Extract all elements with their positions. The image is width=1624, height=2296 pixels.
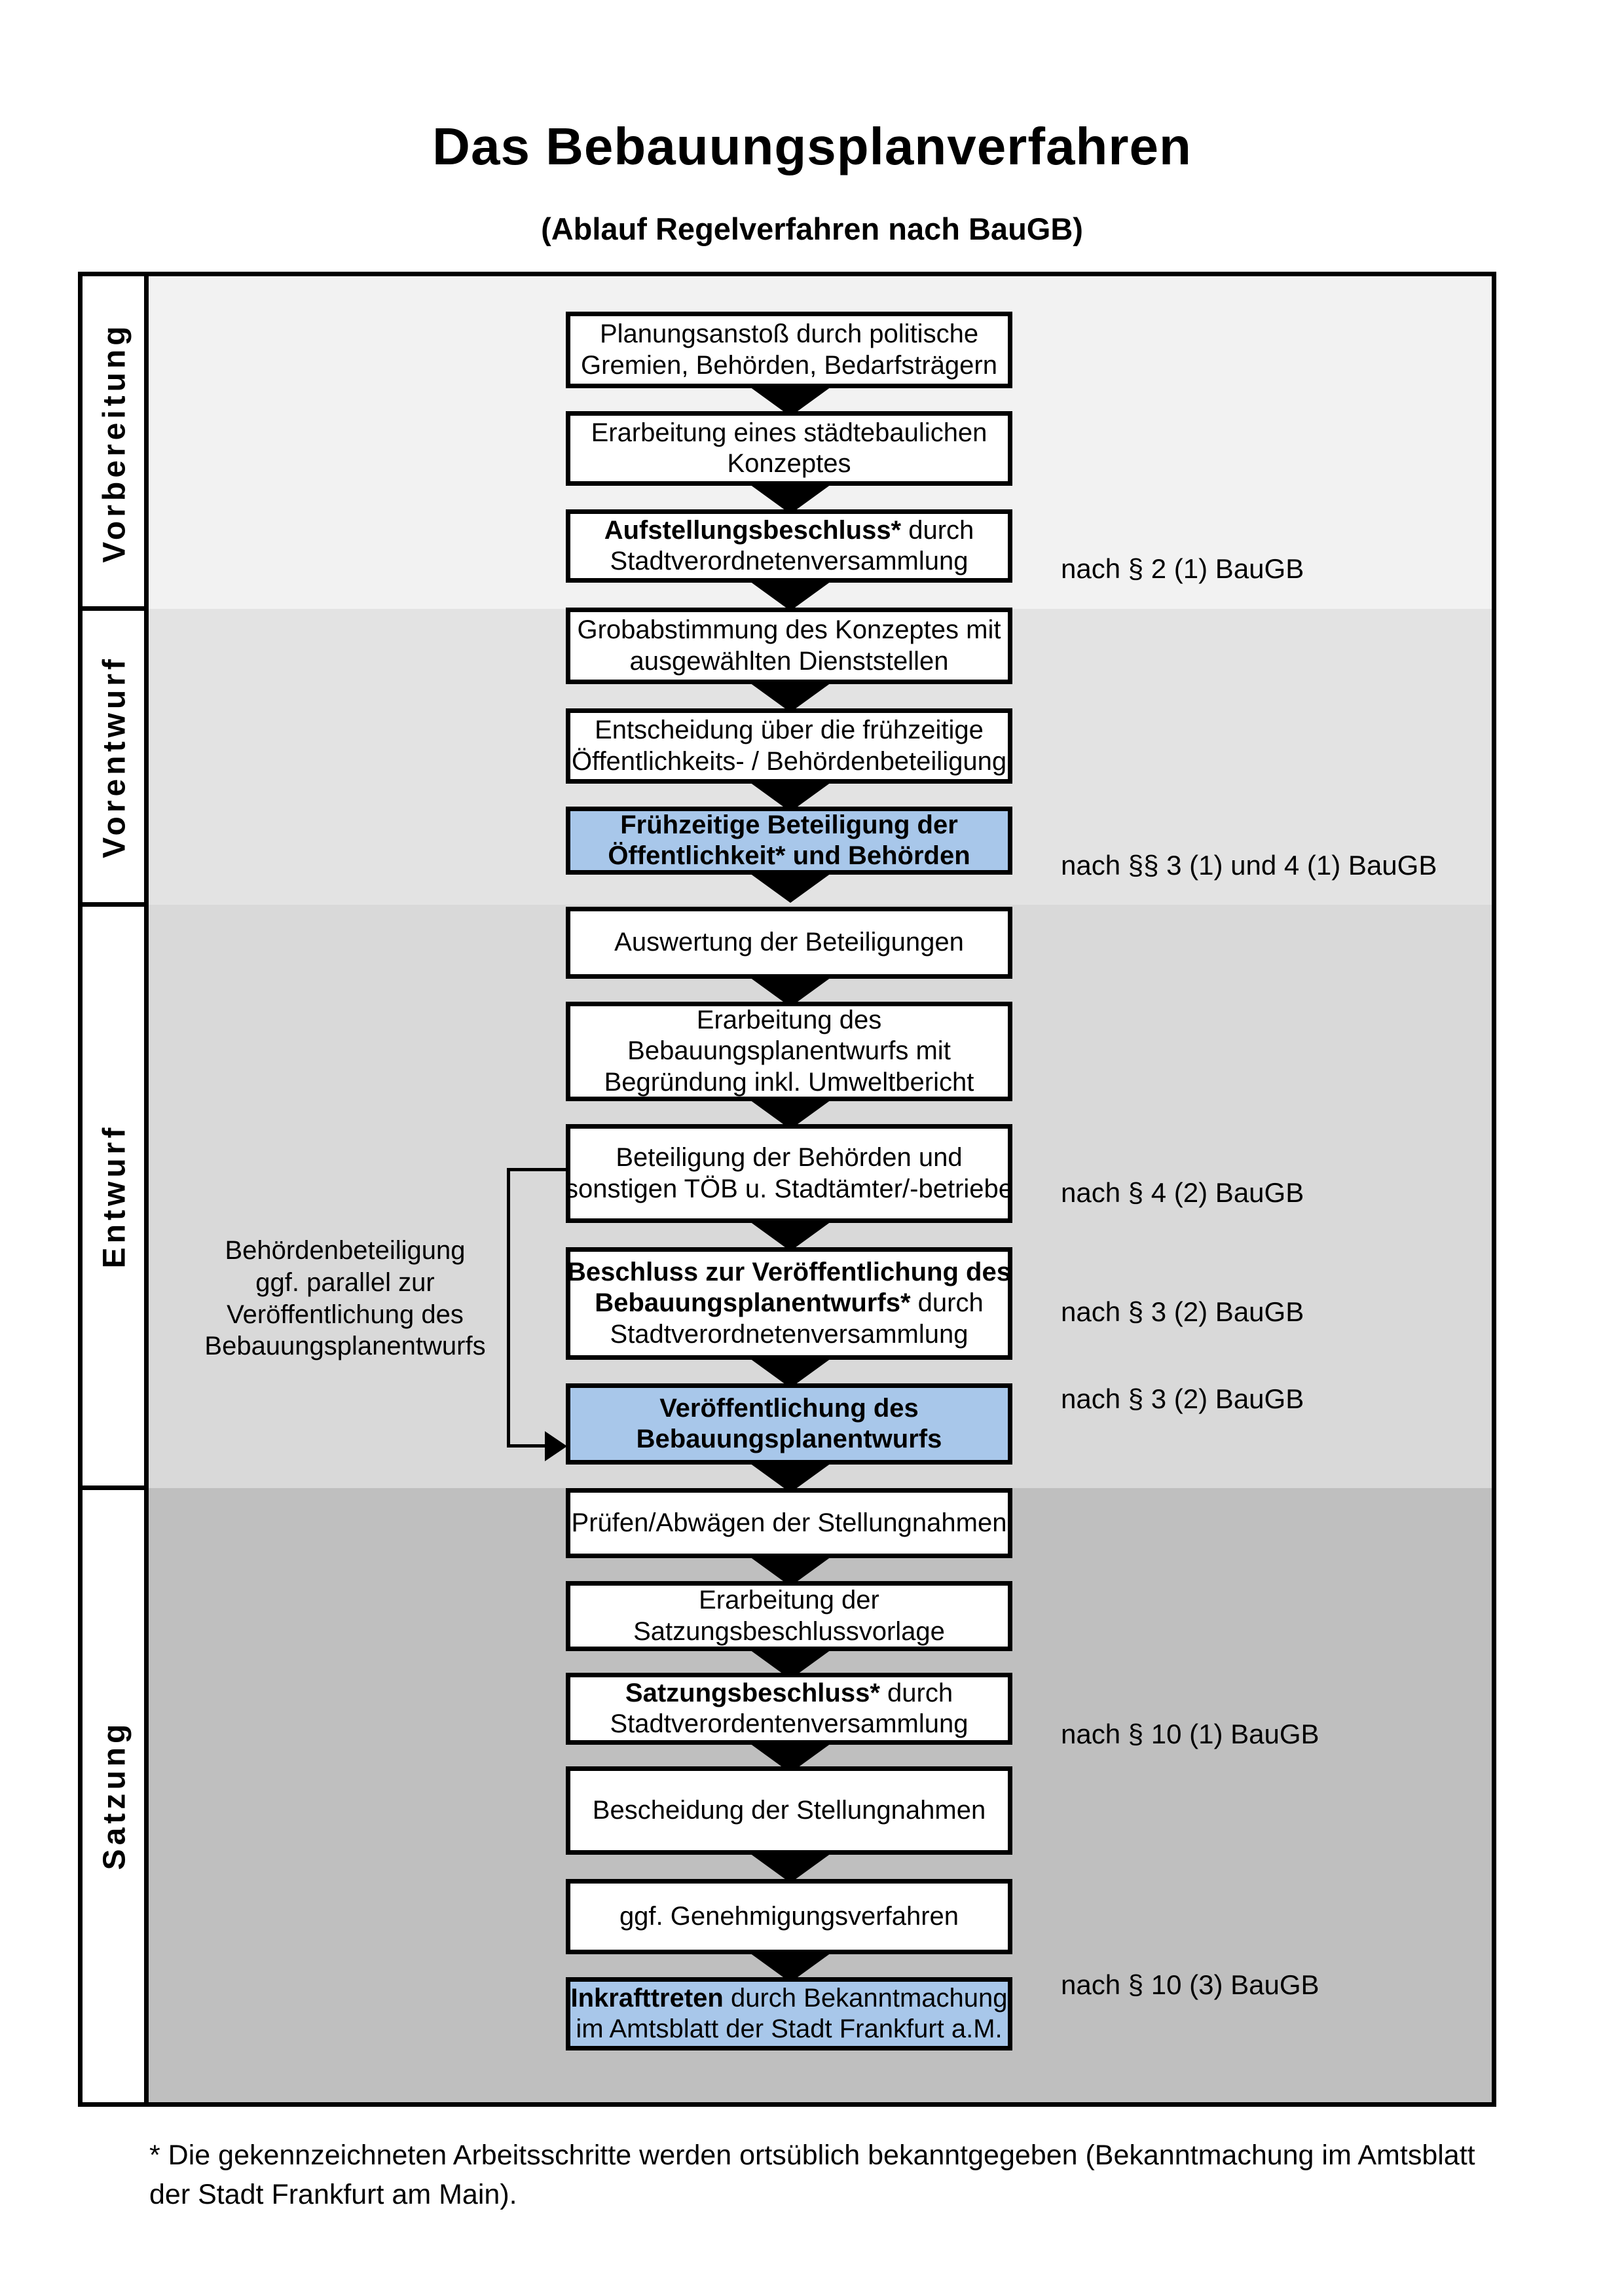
arrow-down-icon xyxy=(750,683,831,712)
phase-label-vorentwurf: Vorentwurf xyxy=(97,655,132,858)
arrow-down-icon xyxy=(750,484,831,514)
parallel-connector-line xyxy=(507,1168,566,1171)
flow-step-behoerdenbeteiligung: Beteiligung der Behörden und sonstigen T… xyxy=(565,1124,1013,1223)
law-reference: nach § 3 (2) BauGB xyxy=(1061,1383,1304,1414)
page-title: Das Bebauungsplanverfahren xyxy=(432,117,1192,175)
flow-step-grobabstimmung: Grobabstimmung des Konzeptes mit ausgewä… xyxy=(566,608,1012,684)
flow-step-pruefen-abwaegen: Prüfen/Abwägen der Stellungnahmen xyxy=(566,1488,1012,1558)
flow-step-fruehzeitige-beteiligung: Frühzeitige Beteiligung der Öffentlichke… xyxy=(566,807,1012,875)
law-reference: nach § 4 (2) BauGB xyxy=(1061,1177,1304,1208)
law-reference: nach § 2 (1) BauGB xyxy=(1061,553,1304,584)
flow-step-satzungsbeschluss: Satzungsbeschluss* durch Stadtverordente… xyxy=(566,1673,1012,1745)
phase-divider-line xyxy=(83,1485,149,1490)
phase-label-satzung: Satzung xyxy=(97,1720,132,1870)
parallel-connector-line xyxy=(507,1168,510,1448)
flow-step-genehmigungsverfahren: ggf. Genehmigungsverfahren xyxy=(566,1879,1012,1954)
phase-label-entwurf: Entwurf xyxy=(97,1123,132,1269)
flow-step-planungsanstoss: Planungsanstoß durch politische Gremien,… xyxy=(566,312,1012,388)
flow-step-bescheidung: Bescheidung der Stellungnahmen xyxy=(566,1766,1012,1855)
footnote: * Die gekennzeichneten Arbeitsschritte w… xyxy=(149,2140,1475,2211)
flow-step-erarbeitung-entwurf: Erarbeitung des Bebauungsplanentwurfs mi… xyxy=(566,1002,1012,1101)
phase-divider-line xyxy=(83,606,149,611)
arrow-down-icon xyxy=(750,1463,831,1493)
parallel-note: Behördenbeteiligung ggf. parallel zur Ve… xyxy=(204,1236,486,1361)
law-reference: nach § 3 (2) BauGB xyxy=(1061,1296,1304,1327)
arrow-right-icon xyxy=(545,1431,567,1461)
flow-step-entscheidung-beteiligung: Entscheidung über die frühzeitige Öffent… xyxy=(566,708,1012,784)
flow-step-beschluss-veroeffentlichung: Beschluss zur Veröffentlichung des Bebau… xyxy=(566,1247,1012,1360)
phase-divider-line xyxy=(83,902,149,907)
law-reference: nach §§ 3 (1) und 4 (1) BauGB xyxy=(1061,850,1437,881)
page-subtitle: (Ablauf Regelverfahren nach BauGB) xyxy=(541,211,1083,246)
phase-label-vorbereitung: Vorbereitung xyxy=(97,322,132,563)
flow-step-auswertung: Auswertung der Beteiligungen xyxy=(566,907,1012,979)
arrow-down-icon xyxy=(750,1853,831,1883)
flow-step-veroeffentlichung: Veröffentlichung des Bebauungsplanentwur… xyxy=(566,1383,1012,1465)
parallel-connector-line xyxy=(507,1444,547,1448)
law-reference: nach § 10 (3) BauGB xyxy=(1061,1969,1320,2000)
sidebar-divider xyxy=(144,276,149,2102)
law-reference: nach § 10 (1) BauGB xyxy=(1061,1719,1320,1749)
flow-step-satzungsbeschlussvorlage: Erarbeitung der Satzungsbeschlussvorlage xyxy=(566,1581,1012,1651)
arrow-down-icon xyxy=(750,873,831,903)
arrow-down-icon xyxy=(750,1222,831,1251)
flow-step-aufstellungsbeschluss: Aufstellungsbeschluss* durch Stadtverord… xyxy=(566,509,1012,583)
flow-step-konzept: Erarbeitung eines städtebaulichen Konzep… xyxy=(566,411,1012,486)
arrow-down-icon xyxy=(750,1358,831,1388)
arrow-down-icon xyxy=(750,581,831,611)
flow-step-inkrafttreten: Inkrafttreten durch Bekanntmachung im Am… xyxy=(566,1977,1012,2050)
phase-sidebar xyxy=(83,276,144,2102)
